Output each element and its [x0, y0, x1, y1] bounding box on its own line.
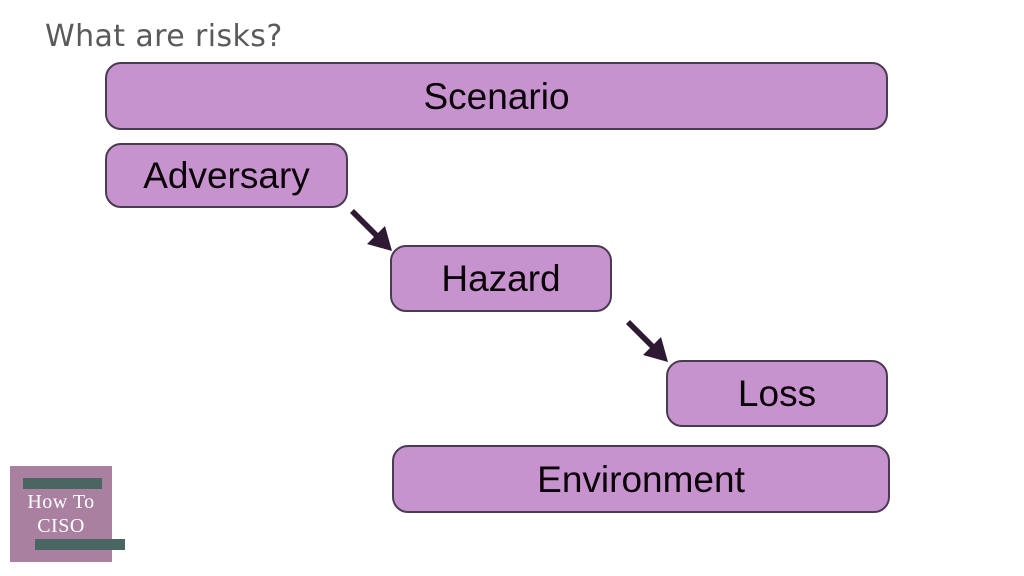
flow-box-environment[interactable]: Environment — [392, 445, 890, 513]
flow-box-environment-label: Environment — [537, 458, 745, 500]
flow-box-scenario[interactable]: Scenario — [105, 62, 888, 130]
flow-box-hazard[interactable]: Hazard — [390, 245, 612, 312]
page-title: What are risks? — [45, 19, 283, 54]
flow-box-adversary-label: Adversary — [143, 155, 310, 196]
arrow-down-right-icon — [348, 203, 400, 255]
flow-box-hazard-label: Hazard — [441, 258, 561, 299]
flow-box-adversary[interactable]: Adversary — [105, 143, 348, 208]
flow-box-loss[interactable]: Loss — [666, 360, 888, 427]
logo-bar-top — [23, 478, 102, 489]
flow-box-scenario-label: Scenario — [423, 75, 570, 117]
arrow-down-right-icon — [624, 314, 676, 366]
logo: How To CISO — [10, 466, 125, 562]
logo-line-1: How To — [27, 491, 95, 513]
logo-bar-bottom — [35, 539, 125, 550]
flow-box-loss-label: Loss — [737, 373, 817, 414]
logo-wordmark: How To CISO — [10, 490, 112, 538]
logo-line-2: CISO — [37, 515, 85, 537]
